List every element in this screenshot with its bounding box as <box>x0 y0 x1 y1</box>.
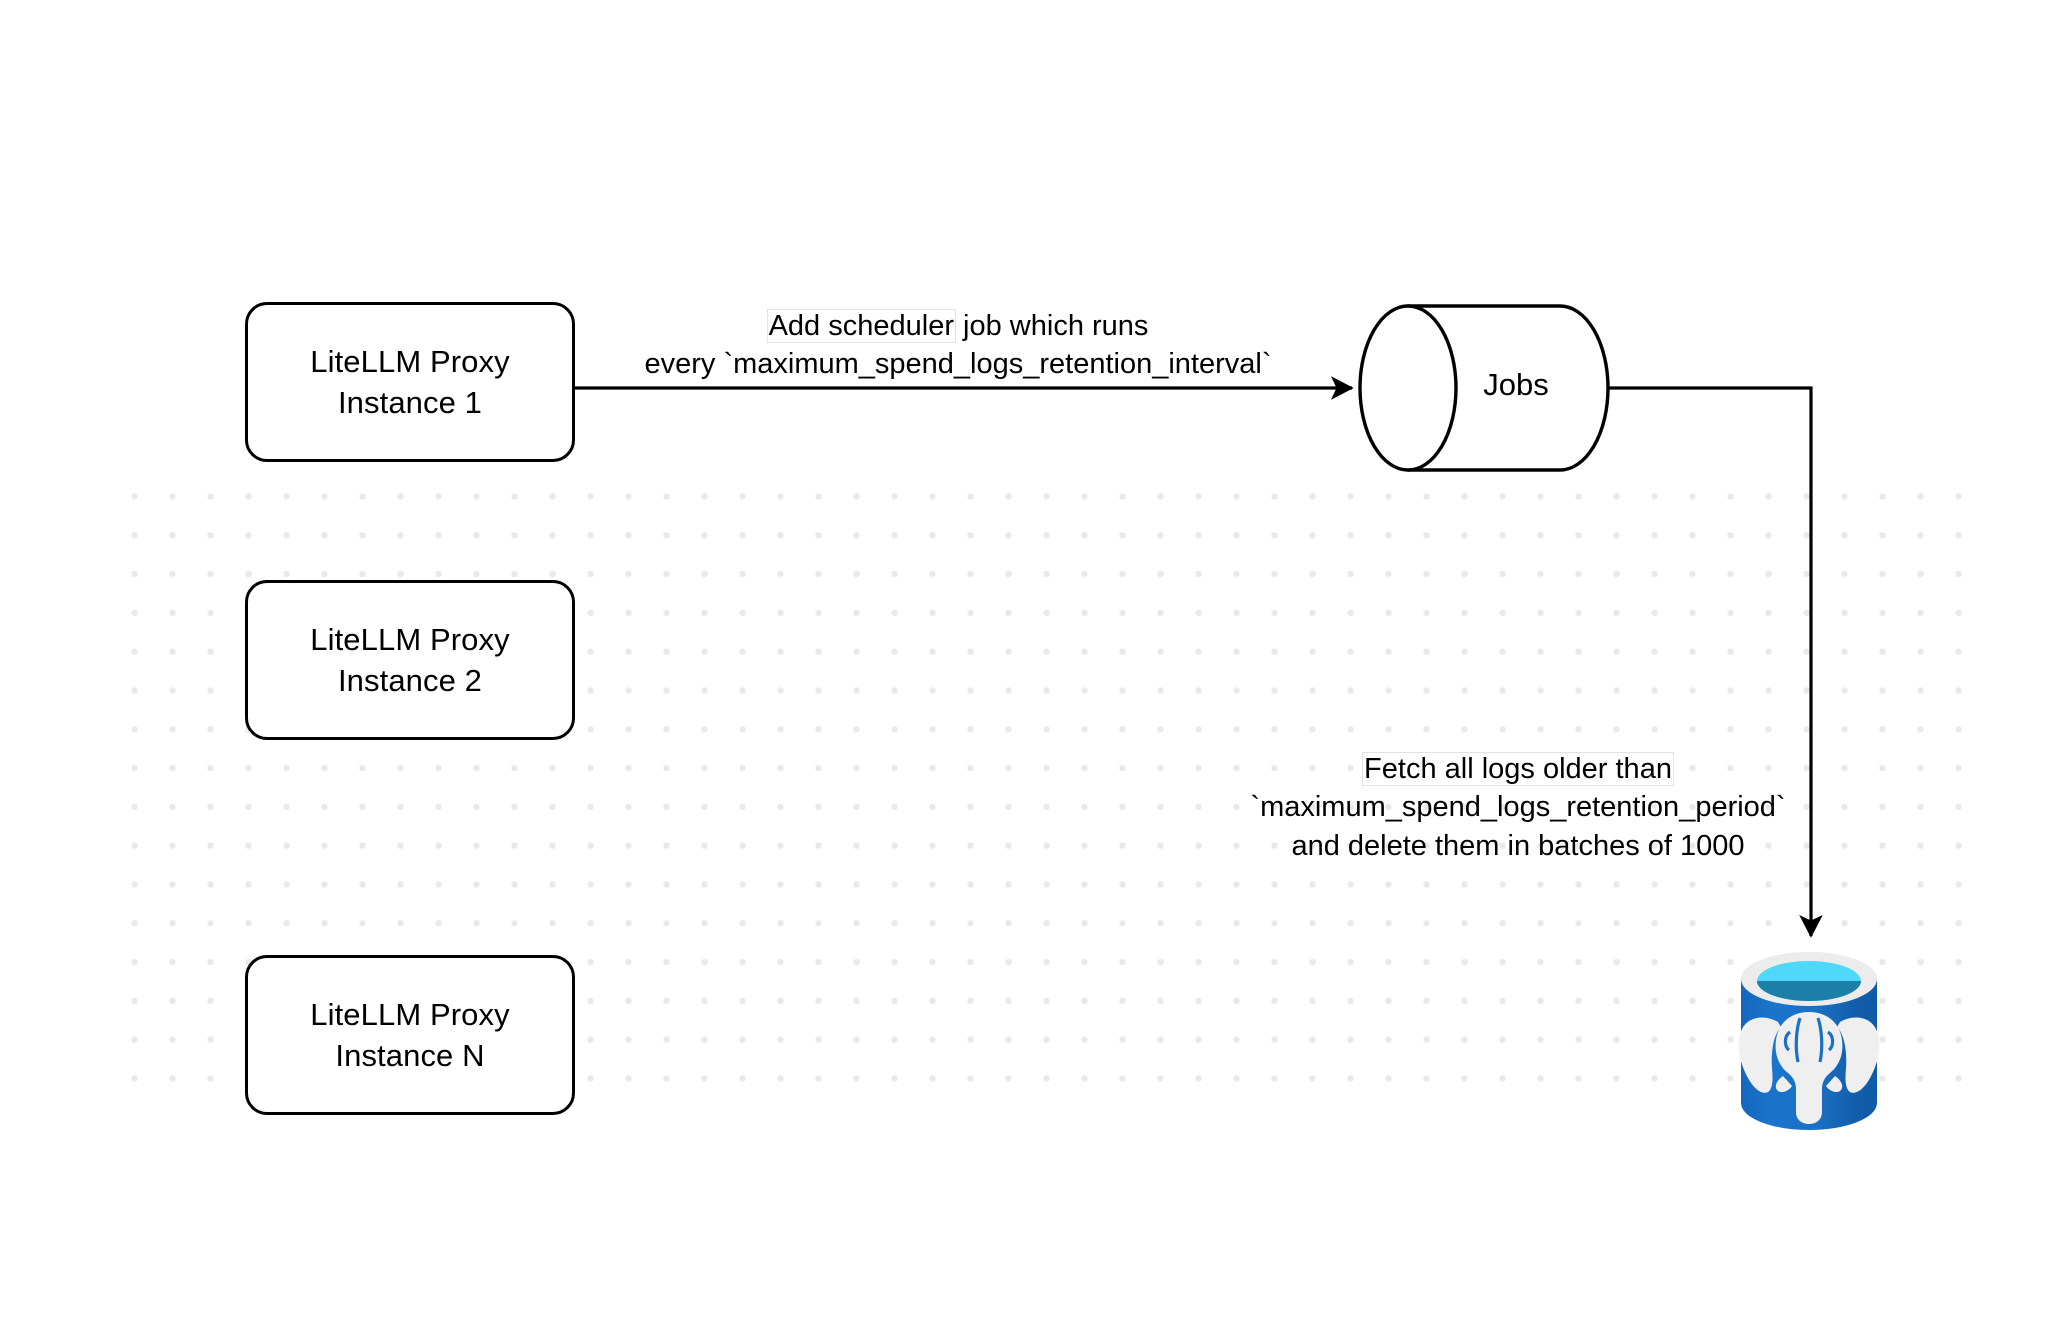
node-instance-2-line-1: LiteLLM Proxy <box>310 621 510 657</box>
edge-label-retention-line-2: `maximum_spend_logs_retention_period` <box>1250 791 1786 824</box>
postgres-elephant-glyph <box>1738 1012 1880 1124</box>
node-litellm-proxy-instance-2[interactable]: LiteLLM Proxy Instance 2 <box>245 580 575 740</box>
node-litellm-proxy-instance-1[interactable]: LiteLLM Proxy Instance 1 <box>245 302 575 462</box>
edge-label-scheduler-line-1-rest: job which runs <box>954 310 1149 342</box>
node-instance-n-line-2: Instance N <box>335 1038 485 1073</box>
edge-label-retention-period: Fetch all logs older than `maximum_spend… <box>1238 750 1798 865</box>
node-instance-1-line-2: Instance 1 <box>337 385 483 420</box>
edge-label-retention-line-1: Fetch all logs older than <box>1363 753 1673 785</box>
edge-label-retention-line-1-wrap: Fetch all logs older than <box>1238 750 1798 788</box>
edge-label-scheduler-job: Add scheduler job which runs every `maxi… <box>598 307 1318 384</box>
node-instance-n-line-1: LiteLLM Proxy <box>310 996 510 1032</box>
edge-label-scheduler-line-2: every `maximum_spend_logs_retention_inte… <box>644 348 1272 381</box>
node-instance-1-line-1: LiteLLM Proxy <box>310 343 510 379</box>
edge-label-scheduler-line-1: Add scheduler job which runs <box>598 307 1318 345</box>
postgresql-icon <box>1738 952 1880 1130</box>
node-instance-2-line-2: Instance 2 <box>337 663 483 698</box>
edge-label-scheduler-line-1-highlight: Add scheduler <box>767 310 955 342</box>
jobs-cylinder-label: Jobs <box>1483 367 1549 402</box>
node-litellm-proxy-instance-n[interactable]: LiteLLM Proxy Instance N <box>245 955 575 1115</box>
edge-label-retention-line-3: and delete them in batches of 1000 <box>1291 829 1745 862</box>
